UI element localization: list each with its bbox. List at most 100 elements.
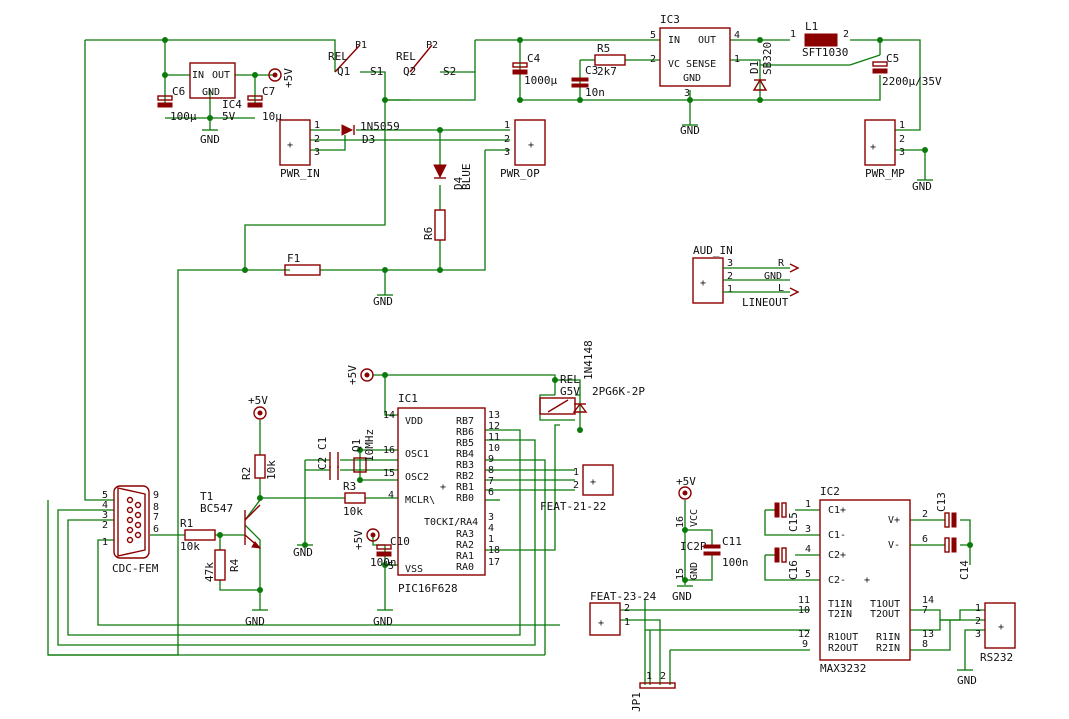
svg-text:VCC: VCC	[689, 509, 700, 527]
diode-d3: 1N5059 D3	[341, 120, 400, 146]
ground-ic1: GND	[373, 609, 393, 628]
svg-text:1: 1	[734, 54, 740, 65]
svg-text:D3: D3	[362, 133, 375, 146]
svg-text:C1-: C1-	[828, 530, 846, 541]
svg-text:REL: REL	[560, 373, 580, 386]
relay-coil-rel: REL G5V 2PG6K-2P 1N4148	[539, 340, 645, 415]
capacitor-c11: C11 100n	[703, 535, 749, 569]
svg-text:RA0: RA0	[456, 562, 474, 573]
svg-text:1: 1	[646, 671, 652, 682]
svg-text:1: 1	[573, 467, 579, 478]
svg-text:7: 7	[153, 512, 159, 523]
svg-text:+: +	[864, 575, 870, 586]
svg-text:2: 2	[314, 134, 320, 145]
svg-text:3: 3	[975, 629, 981, 640]
svg-text:17: 17	[488, 557, 500, 568]
supply-5v-c10: +5V	[352, 528, 380, 550]
svg-text:16: 16	[675, 516, 686, 528]
svg-text:8: 8	[153, 502, 159, 513]
svg-text:PWR_MP: PWR_MP	[865, 167, 905, 180]
svg-text:10MHz: 10MHz	[363, 429, 376, 462]
svg-text:2PG6K-2P: 2PG6K-2P	[592, 385, 645, 398]
svg-text:Q2: Q2	[403, 65, 416, 78]
svg-text:GND: GND	[200, 133, 220, 146]
svg-text:4: 4	[734, 30, 740, 41]
svg-text:+: +	[870, 142, 876, 153]
svg-text:3: 3	[314, 147, 320, 158]
svg-text:4: 4	[488, 523, 494, 534]
svg-text:R2IN: R2IN	[876, 643, 900, 654]
svg-text:C6: C6	[172, 85, 185, 98]
svg-text:F1: F1	[287, 252, 300, 265]
svg-text:+5V: +5V	[282, 68, 295, 88]
svg-text:S2: S2	[443, 65, 456, 78]
svg-text:1: 1	[504, 120, 510, 131]
connector-pwr-mp: + 1 2 3 PWR_MP	[864, 119, 905, 180]
svg-text:8: 8	[488, 465, 494, 476]
svg-text:1: 1	[624, 617, 630, 628]
svg-text:FEAT-23-24: FEAT-23-24	[590, 590, 657, 603]
ground-mp: GND	[912, 179, 933, 193]
resistor-r6: R6	[422, 209, 446, 241]
svg-text:GND: GND	[680, 124, 700, 137]
svg-text:GND: GND	[672, 590, 692, 603]
svg-text:RA3: RA3	[456, 529, 474, 540]
svg-text:3: 3	[488, 512, 494, 523]
svg-text:PWR_OP: PWR_OP	[500, 167, 540, 180]
jumper-jp1: JP1 1 2	[630, 671, 676, 712]
svg-text:1: 1	[790, 29, 796, 40]
svg-text:FEAT-21-22: FEAT-21-22	[540, 500, 606, 513]
resistor-r2: R2 10k	[240, 454, 278, 480]
svg-text:+: +	[440, 482, 446, 493]
capacitor-c7: C7 10µ	[247, 85, 282, 123]
svg-text:IC4: IC4	[222, 98, 242, 111]
svg-text:+5V: +5V	[248, 394, 268, 407]
svg-text:VDD: VDD	[405, 416, 423, 427]
svg-text:RB1: RB1	[456, 482, 474, 493]
svg-text:5: 5	[102, 490, 108, 501]
diode-d1: D1 SB320	[748, 42, 774, 91]
junction-dots	[162, 37, 973, 593]
svg-text:5: 5	[805, 569, 811, 580]
svg-text:GND: GND	[764, 271, 782, 282]
svg-text:2: 2	[899, 134, 905, 145]
transistor-t1: T1 BC547	[200, 490, 262, 549]
svg-text:OSC2: OSC2	[405, 472, 429, 483]
svg-text:10k: 10k	[265, 460, 278, 480]
svg-text:C3: C3	[585, 64, 598, 77]
svg-text:R1IN: R1IN	[876, 632, 900, 643]
ic2-max3232: IC2 MAX3232 C1+ C1- C2+ C2- V+ V- T1IN T…	[798, 485, 934, 675]
ground-f1: GND	[373, 294, 393, 308]
svg-text:9: 9	[488, 454, 494, 465]
svg-text:6: 6	[488, 487, 494, 498]
svg-text:13: 13	[488, 410, 500, 421]
svg-text:5: 5	[650, 30, 656, 41]
svg-text:IC1: IC1	[398, 392, 418, 405]
svg-text:C5: C5	[886, 52, 899, 65]
svg-text:T1OUT: T1OUT	[870, 599, 900, 610]
inductor-l1: L1 SFT1030 1 2	[790, 20, 849, 59]
svg-text:GND: GND	[373, 295, 393, 308]
capacitor-c1: C1	[316, 437, 339, 468]
svg-text:VC SENSE: VC SENSE	[668, 59, 716, 70]
svg-text:1: 1	[727, 284, 733, 295]
svg-text:14: 14	[383, 410, 395, 421]
capacitor-c2: C2	[316, 457, 339, 480]
svg-text:GND: GND	[689, 562, 700, 580]
svg-text:10n: 10n	[585, 86, 605, 99]
svg-text:RB2: RB2	[456, 471, 474, 482]
capacitor-c15: C15	[774, 502, 800, 532]
svg-text:RS232: RS232	[980, 651, 1013, 664]
svg-text:1: 1	[899, 120, 905, 131]
svg-text:10: 10	[488, 443, 500, 454]
svg-text:11: 11	[488, 432, 500, 443]
svg-text:R1: R1	[180, 517, 193, 530]
svg-text:V+: V+	[888, 515, 900, 526]
svg-text:2k7: 2k7	[597, 65, 617, 78]
svg-text:8: 8	[922, 639, 928, 650]
svg-text:3: 3	[805, 524, 811, 535]
svg-text:6: 6	[153, 524, 159, 535]
svg-text:IC2: IC2	[820, 485, 840, 498]
svg-text:R2: R2	[240, 467, 253, 480]
svg-text:3: 3	[102, 510, 108, 521]
